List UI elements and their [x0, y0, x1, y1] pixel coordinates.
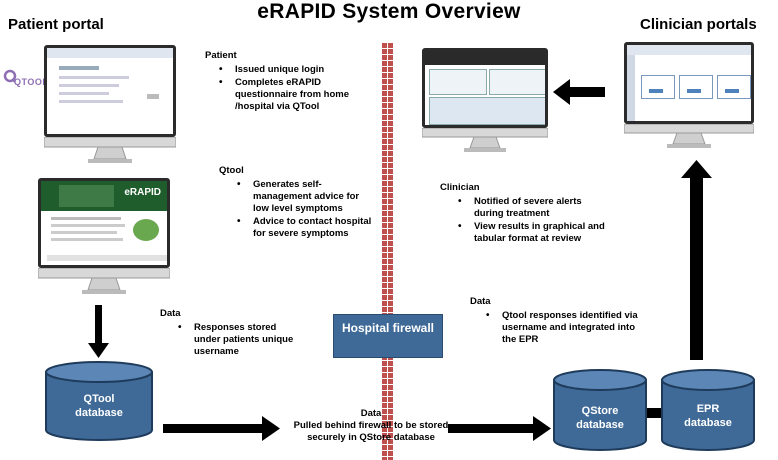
monitor-screen [422, 48, 548, 128]
data-left-title: Data [160, 308, 181, 319]
monitor-stand-icon [44, 137, 176, 163]
database-icon [661, 369, 755, 451]
data-right-title: Data [470, 296, 491, 307]
arrow-up-icon [681, 160, 712, 360]
patient-info-block: Patient Issued unique login Completes eR… [205, 50, 380, 114]
database-icon [553, 369, 647, 451]
erapid-logo: eRAPID [124, 187, 161, 198]
patient-portal-heading: Patient portal [8, 16, 104, 33]
qtool-logo: QTOOL [2, 68, 48, 87]
erapid-website-monitor: eRAPID [38, 178, 170, 296]
monitor-screen [44, 45, 176, 137]
arrow-left-icon [553, 79, 605, 105]
monitor-stand-icon [38, 268, 170, 294]
database-icon [45, 361, 153, 441]
patient-block-title: Patient [205, 50, 237, 61]
qtool-database: QTool database [44, 360, 154, 442]
qtool-logo-icon [3, 69, 17, 83]
clinician-item: View results in graphical and tabular fo… [452, 221, 614, 245]
data-bottom-text: Pulled behind firewall to be stored secu… [293, 420, 449, 443]
patient-item: Completes eRAPID questionnaire from home… [213, 77, 365, 113]
arrow-right-icon [448, 416, 551, 441]
patient-questionnaire-monitor [44, 45, 176, 165]
data-right-item: Qtool responses identified via username … [480, 310, 650, 346]
qtool-info-block: Qtool Generates self-management advice f… [219, 165, 379, 241]
qstore-database-label: QStore database [576, 405, 624, 431]
patient-item: Issued unique login [213, 64, 380, 76]
epr-database-label: EPR database [684, 403, 732, 429]
qtool-item: Generates self-management advice for low… [231, 179, 363, 215]
data-bottom-block: Data Pulled behind firewall to be stored… [286, 408, 456, 444]
arrow-down-icon [88, 305, 109, 358]
diagram-title: eRAPID System Overview [257, 0, 521, 23]
epr-database: EPR database [660, 368, 756, 452]
clinician-portals-heading: Clinician portals [640, 16, 757, 33]
arrow-right-icon [163, 416, 280, 441]
qtool-database-label: QTool database [75, 393, 123, 419]
hospital-firewall-label: Hospital firewall [333, 314, 443, 358]
monitor-screen: eRAPID [38, 178, 170, 268]
data-left-item: Responses stored under patients unique u… [172, 322, 294, 358]
monitor-stand-icon [422, 128, 548, 152]
clinician-portal-monitor [624, 42, 754, 152]
qtool-block-title: Qtool [219, 165, 244, 176]
clinician-info-block: Clinician Notified of severe alerts duri… [440, 182, 630, 246]
data-right-block: Data Qtool responses identified via user… [470, 296, 660, 347]
qstore-database: QStore database [552, 368, 648, 452]
monitor-stand-icon [624, 124, 754, 148]
clinician-block-title: Clinician [440, 182, 480, 193]
monitor-screen [624, 42, 754, 124]
db-connector [645, 408, 663, 418]
data-bottom-title: Data [360, 408, 382, 419]
qtool-logo-text: QTOOL [14, 77, 49, 87]
data-left-block: Data Responses stored under patients uni… [160, 308, 320, 359]
qtool-item: Advice to contact hospital for severe sy… [231, 216, 373, 240]
clinician-item: Notified of severe alerts during treatme… [452, 196, 604, 220]
clinician-results-monitor [422, 48, 548, 156]
